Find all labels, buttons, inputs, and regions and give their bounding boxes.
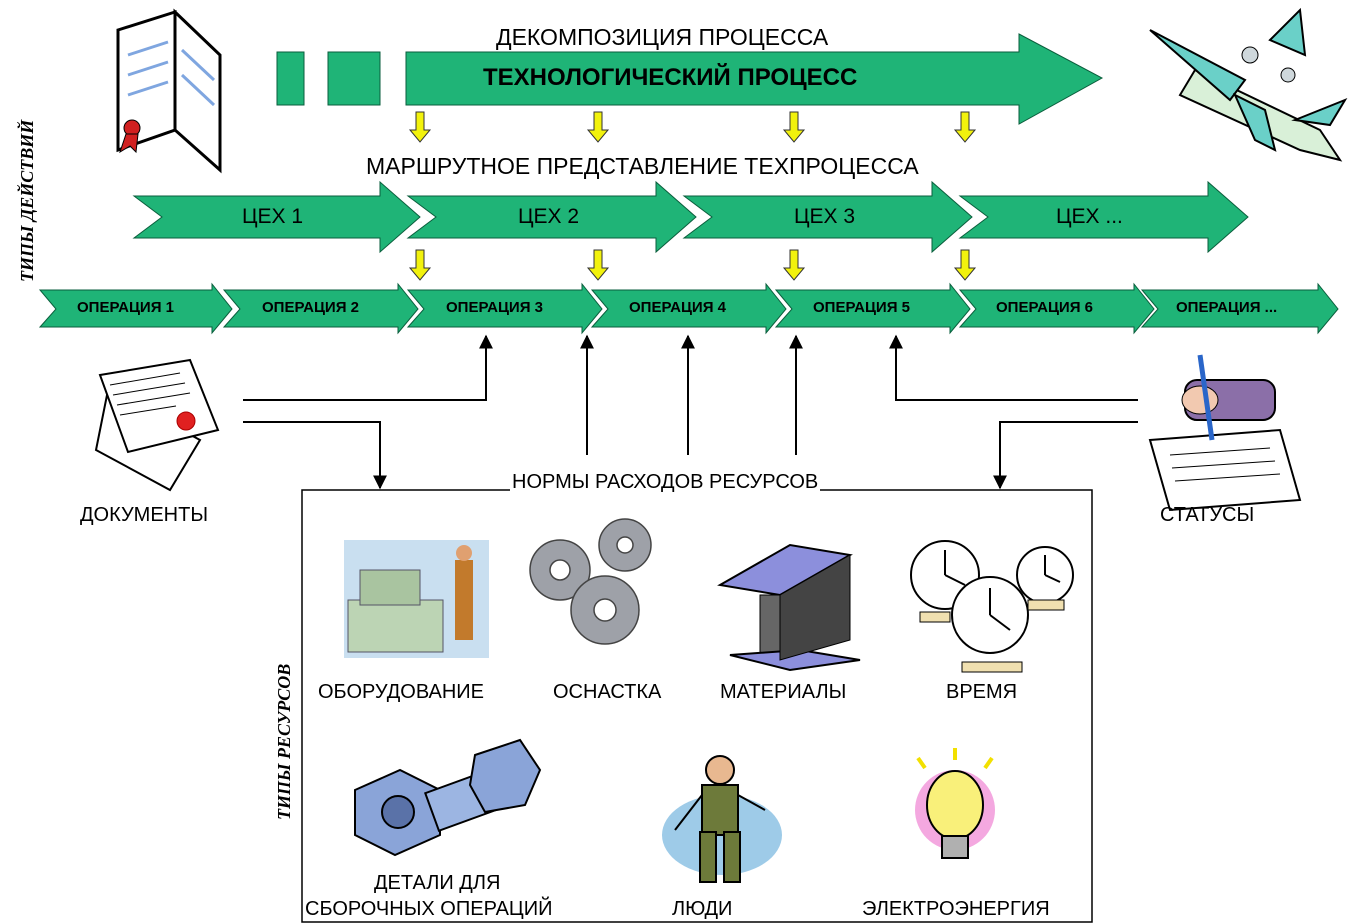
side-label-actions: ТИПЫ ДЕЙСТВИЙ bbox=[17, 119, 37, 282]
yellow-down-arrows-row2 bbox=[408, 249, 977, 281]
route-title: МАРШРУТНОЕ ПРЕДСТАВЛЕНИЕ ТЕХПРОЦЕССА bbox=[366, 153, 919, 179]
documents-to-resources bbox=[243, 421, 387, 490]
operation-label-3: ОПЕРАЦИЯ 3 bbox=[446, 299, 544, 316]
clocks-icon bbox=[910, 540, 1074, 673]
airplane-icon bbox=[1149, 7, 1348, 162]
workshop-label-3: ЦЕХ 3 bbox=[794, 205, 856, 228]
equipment-icon bbox=[344, 540, 489, 658]
tech-process-arrow bbox=[405, 33, 1104, 125]
certificate-folder-icon bbox=[116, 8, 222, 174]
i-beam-icon bbox=[717, 543, 861, 672]
documents-to-operation3 bbox=[243, 334, 493, 401]
resource-equipment-label: ОБОРУДОВАНИЕ bbox=[318, 681, 484, 703]
norms-label: НОРМЫ РАСХОДОВ РЕСУРСОВ bbox=[510, 471, 821, 494]
operation-arrow-7 bbox=[1140, 282, 1339, 335]
workshop-arrow-1 bbox=[132, 180, 421, 254]
operation-label-1: ОПЕРАЦИЯ 1 bbox=[77, 299, 175, 316]
workshop-label-2: ЦЕХ 2 bbox=[518, 205, 580, 228]
yellow-down-arrow bbox=[586, 249, 610, 281]
resource-parts-label-line1: ДЕТАЛИ ДЛЯ bbox=[374, 872, 501, 894]
workshop-label-1: ЦЕХ 1 bbox=[242, 205, 304, 228]
resource-time-label: ВРЕМЯ bbox=[946, 681, 1018, 703]
operation-label-2: ОПЕРАЦИЯ 2 bbox=[262, 299, 360, 316]
worker-icon bbox=[662, 755, 782, 883]
resource-people-label: ЛЮДИ bbox=[672, 898, 733, 920]
side-label-resources: ТИПЫ РЕСУРСОВ bbox=[274, 663, 294, 820]
operation-arrow-5 bbox=[774, 282, 971, 335]
statuses-label: СТАТУСЫ bbox=[1160, 504, 1255, 526]
statuses-to-operation5 bbox=[889, 334, 1138, 401]
operation-label-7: ОПЕРАЦИЯ ... bbox=[1176, 299, 1278, 316]
yellow-down-arrow bbox=[408, 249, 432, 281]
workshop-arrow-3 bbox=[682, 180, 973, 254]
process-block-small-2 bbox=[327, 51, 381, 106]
workshop-arrow-2 bbox=[406, 180, 697, 254]
operation-label-4: ОПЕРАЦИЯ 4 bbox=[629, 299, 727, 316]
documents-label: ДОКУМЕНТЫ bbox=[80, 504, 209, 526]
yellow-down-arrows-row1 bbox=[408, 111, 977, 143]
operation-arrows bbox=[38, 282, 1339, 335]
yellow-down-arrow bbox=[782, 249, 806, 281]
workshop-arrows bbox=[132, 180, 1249, 254]
statuses-to-resources bbox=[993, 421, 1138, 490]
operation-arrow-6 bbox=[958, 282, 1155, 335]
yellow-down-arrow bbox=[586, 111, 610, 143]
process-block-small-1 bbox=[276, 51, 305, 106]
bolt-nut-icon bbox=[354, 738, 542, 857]
operation-label-5: ОПЕРАЦИЯ 5 bbox=[813, 299, 911, 316]
decomposition-title: ДЕКОМПОЗИЦИЯ ПРОЦЕССА bbox=[496, 24, 829, 50]
resource-tooling-label: ОСНАСТКА bbox=[553, 681, 662, 703]
workshop-label-4: ЦЕХ ... bbox=[1056, 205, 1123, 228]
workshop-arrow-4 bbox=[958, 180, 1249, 254]
tech-process-label: ТЕХНОЛОГИЧЕСКИЙ ПРОЦЕСС bbox=[483, 64, 858, 91]
yellow-down-arrow bbox=[408, 111, 432, 143]
resource-energy-label: ЭЛЕКТРОЭНЕРГИЯ bbox=[862, 898, 1050, 920]
operation-arrow-2 bbox=[222, 282, 419, 335]
operation-arrow-3 bbox=[406, 282, 603, 335]
yellow-down-arrow bbox=[953, 111, 977, 143]
light-bulb-icon bbox=[915, 748, 995, 859]
yellow-down-arrow bbox=[782, 111, 806, 143]
operation-label-6: ОПЕРАЦИЯ 6 bbox=[996, 299, 1094, 316]
operation-arrow-1 bbox=[38, 282, 233, 335]
resource-parts-label-line2: СБОРОЧНЫХ ОПЕРАЦИЙ bbox=[305, 898, 553, 920]
gears-icon bbox=[529, 518, 652, 645]
operation-arrow-4 bbox=[590, 282, 787, 335]
resource-materials-label: МАТЕРИАЛЫ bbox=[720, 681, 847, 703]
documents-stack-icon bbox=[94, 358, 220, 492]
connector-lines bbox=[243, 334, 1138, 490]
yellow-down-arrow bbox=[953, 249, 977, 281]
hand-writing-icon bbox=[1148, 354, 1302, 512]
